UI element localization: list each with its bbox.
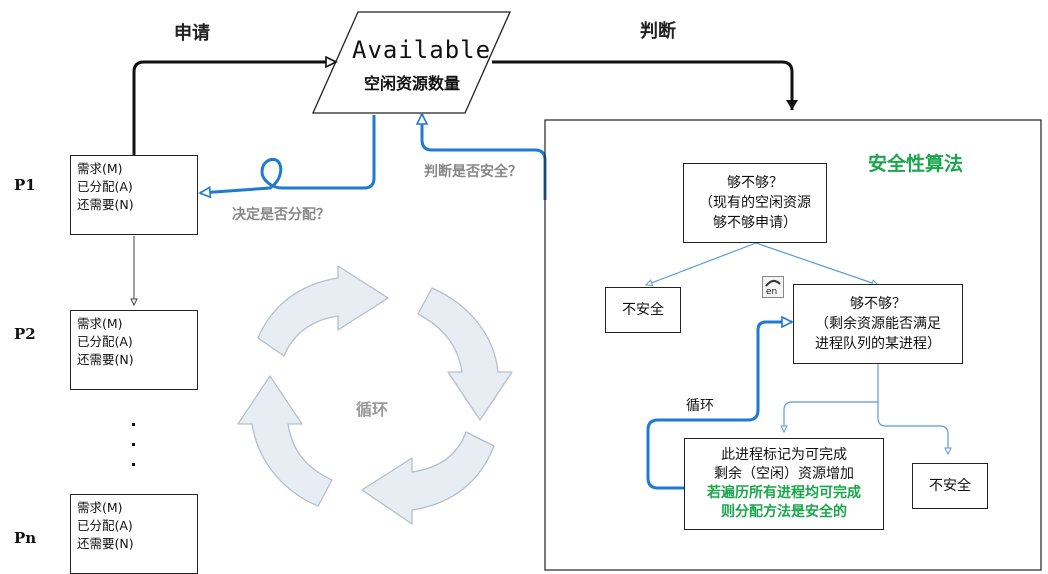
decide-alloc-label: 决定是否分配？ bbox=[232, 207, 330, 223]
loop-label: 循环 bbox=[686, 398, 714, 414]
process-need: 还需要(N) bbox=[77, 352, 134, 367]
phone-icon bbox=[765, 280, 781, 287]
check2-line3: 进程队列的某进程） bbox=[815, 336, 941, 352]
ellipsis-dot bbox=[132, 463, 135, 466]
check1-line1: 够不够？ bbox=[727, 175, 783, 191]
input-method-text: en bbox=[766, 287, 778, 297]
cycle-arrow-right bbox=[417, 287, 513, 421]
process-allocated: 已分配(A) bbox=[77, 179, 133, 194]
unsafe2-label: 不安全 bbox=[929, 478, 971, 494]
cycle-arrow-top bbox=[257, 265, 389, 357]
check1-to-check2 bbox=[755, 242, 880, 287]
mark-complete-box: 此进程标记为可完成 剩余（空闲）资源增加 若遍历所有进程均可完成 则分配方法是安… bbox=[684, 438, 884, 530]
process-need: 还需要(N) bbox=[77, 536, 134, 551]
check1-line3: 够不够申请） bbox=[713, 215, 797, 231]
mark-line1: 此进程标记为可完成 bbox=[721, 447, 847, 463]
ellipsis-dot bbox=[132, 443, 135, 446]
check1-box: 够不够？ （现有的空闲资源 够不够申请） bbox=[683, 163, 827, 243]
process-box-p1: 需求(M) 已分配(A) 还需要(N) bbox=[70, 155, 198, 235]
cycle-arrows bbox=[237, 265, 513, 525]
safety-panel bbox=[544, 119, 1042, 571]
available-shape bbox=[311, 11, 512, 114]
cycle-arrow-left bbox=[237, 375, 333, 507]
process-box-pn: 需求(M) 已分配(A) 还需要(N) bbox=[70, 494, 198, 574]
process-demand: 需求(M) bbox=[77, 161, 123, 176]
process-id-pn: Pn bbox=[14, 529, 37, 547]
cycle-label: 循环 bbox=[356, 400, 389, 419]
process-need: 还需要(N) bbox=[77, 197, 134, 212]
available-subtitle: 空闲资源数量 bbox=[364, 74, 461, 93]
mark-line3: 若遍历所有进程均可完成 bbox=[707, 485, 861, 501]
apply-label: 申请 bbox=[174, 23, 210, 44]
ellipsis-dot bbox=[132, 423, 135, 426]
safety-panel-title: 安全性算法 bbox=[868, 153, 964, 175]
unsafe1-box: 不安全 bbox=[605, 287, 681, 333]
apply-arrow bbox=[132, 62, 336, 155]
process-demand: 需求(M) bbox=[77, 500, 123, 515]
cycle-arrow-bottom bbox=[361, 431, 495, 525]
check1-to-unsafe1 bbox=[644, 242, 757, 287]
check1-line2: （现有的空闲资源 bbox=[699, 195, 811, 211]
judge-arrow bbox=[492, 60, 798, 110]
check2-line1: 够不够？ bbox=[850, 296, 906, 312]
mark-line4: 则分配方法是安全的 bbox=[721, 504, 847, 520]
process-id-p1: P1 bbox=[14, 176, 36, 194]
mark-line2: 剩余（空闲）资源增加 bbox=[714, 466, 854, 482]
input-method-icon: en bbox=[762, 276, 784, 298]
judge-safe-label: 判断是否安全？ bbox=[424, 164, 522, 180]
judge-safe-arrow bbox=[422, 114, 547, 200]
loop-arrow bbox=[646, 322, 792, 490]
process-id-p2: P2 bbox=[14, 325, 36, 343]
check2-box: 够不够？ （剩余资源能否满足 进程队列的某进程） bbox=[793, 284, 963, 364]
check2-line2: （剩余资源能否满足 bbox=[815, 316, 941, 332]
decide-alloc-arrow bbox=[200, 115, 376, 193]
process-allocated: 已分配(A) bbox=[77, 518, 133, 533]
unsafe1-label: 不安全 bbox=[622, 302, 664, 318]
judge-label: 判断 bbox=[640, 21, 676, 42]
process-demand: 需求(M) bbox=[77, 316, 123, 331]
split-to-mark bbox=[780, 401, 878, 434]
available-title: Available bbox=[352, 36, 492, 64]
process-box-p2: 需求(M) 已分配(A) 还需要(N) bbox=[70, 310, 198, 390]
process-allocated: 已分配(A) bbox=[77, 334, 133, 349]
split-to-unsafe2 bbox=[877, 402, 952, 456]
unsafe2-box: 不安全 bbox=[912, 463, 988, 509]
